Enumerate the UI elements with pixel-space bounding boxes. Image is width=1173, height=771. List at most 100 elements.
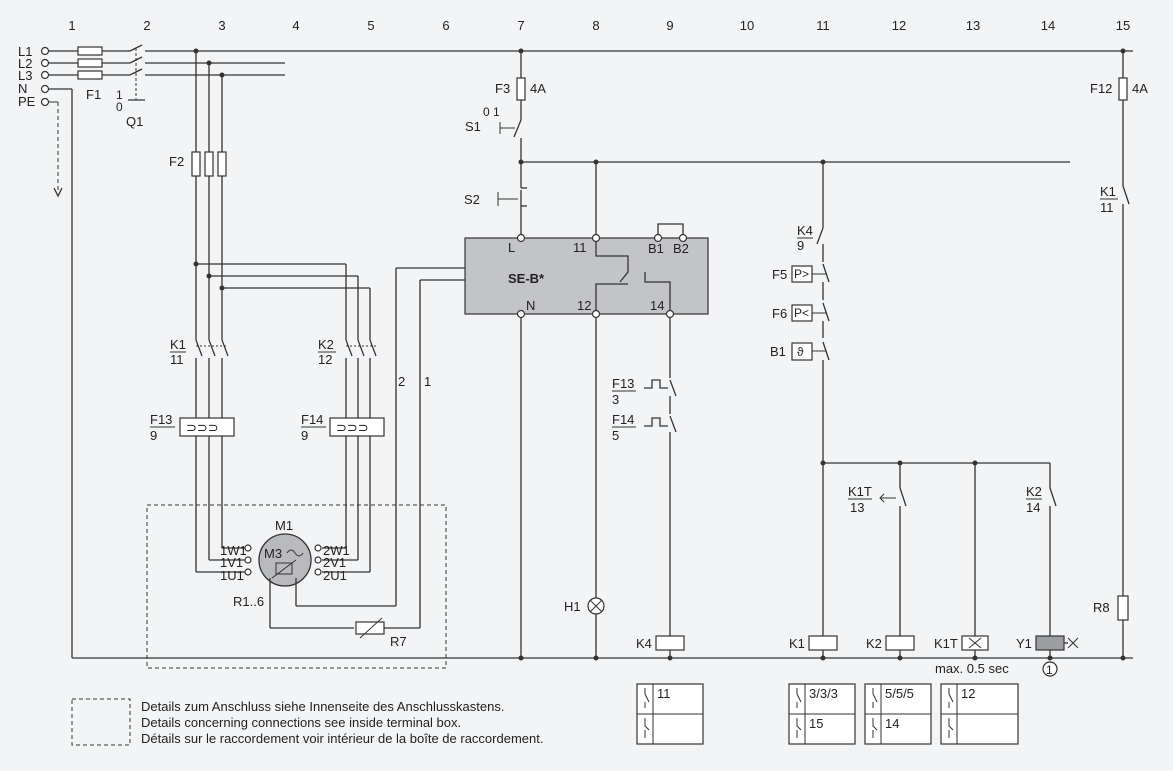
column-number: 3 [218, 18, 225, 33]
label-r1-6: R1..6 [233, 594, 264, 609]
relay-terminal-n: N [526, 298, 535, 313]
label-wire-1: 1 [424, 374, 431, 389]
label-k4-bot: 9 [797, 238, 804, 253]
label-f13b-top: F13 [612, 376, 634, 391]
label-s1-pos: 0 1 [483, 105, 500, 119]
terminal-2u1: 2U1 [323, 568, 347, 583]
relay-terminal-11: 11 [573, 240, 587, 255]
coil-k4 [655, 635, 685, 651]
label-y1-coil: Y1 [1016, 636, 1032, 651]
power-labels: F2 K1 11 K2 12 F13 9 F14 9 2 1 M1 M3 R1.… [150, 154, 431, 649]
contact-tables: 11 3/3/3 15 5/5/5 14 12 [636, 683, 1019, 745]
label-r7: R7 [390, 634, 407, 649]
contact-table-k2: 5/5/5 14 [864, 683, 932, 745]
solenoid-y1 [1035, 635, 1065, 651]
label-f13b-bot: 3 [612, 392, 619, 407]
label-f3: F3 [495, 81, 510, 96]
contact-table-top: 11 [657, 686, 671, 701]
relay-terminal-b1: B1 [648, 241, 664, 256]
label-m1: M1 [275, 518, 293, 533]
label-b1-symbol: ϑ [797, 345, 804, 359]
line-label-pe: PE [18, 94, 36, 109]
label-q1-on: 1 [116, 88, 123, 102]
contact-table-k1t: 12 [940, 683, 1019, 745]
label-k1t-bot: 13 [850, 500, 864, 515]
terminal-2v1: 2V1 [323, 555, 346, 570]
motor-m1 [258, 533, 312, 587]
label-k4-coil: K4 [636, 636, 652, 651]
relay-terminal-b2: B2 [673, 241, 689, 256]
fuse-f1-l3 [77, 70, 103, 80]
label-k2-bot: 12 [318, 352, 332, 367]
label-s1: S1 [465, 119, 481, 134]
contact-table-top: 12 [961, 686, 975, 701]
overload-relay-f13 [179, 417, 235, 437]
supply-lines [40, 44, 1133, 659]
column-number: 6 [442, 18, 449, 33]
label-max-time: max. 0.5 sec [935, 661, 1009, 676]
label-k1-15-bot: 11 [1100, 200, 1114, 215]
column-number: 15 [1116, 18, 1130, 33]
relay-terminal-14: 14 [650, 298, 664, 313]
column-number: 13 [966, 18, 980, 33]
label-k1-bot: 11 [170, 352, 184, 367]
column-number: 11 [816, 18, 830, 33]
column-number: 4 [292, 18, 299, 33]
coil-k1 [808, 635, 838, 651]
fuse-f2-3 [217, 151, 227, 177]
label-q1: Q1 [126, 114, 143, 129]
label-k2-top: K2 [318, 337, 334, 352]
label-k4-top: K4 [797, 223, 813, 238]
contact-table-k1: 3/3/3 15 [788, 683, 856, 745]
legend-text-fr: Détails sur le raccordement voir intérie… [141, 731, 543, 746]
column-number: 14 [1041, 18, 1055, 33]
fuse-f12 [1118, 77, 1128, 101]
column-number: 10 [740, 18, 754, 33]
resistor-r7 [355, 621, 385, 635]
label-f3-rating: 4A [530, 81, 546, 96]
terminal-1v1: 1V1 [220, 555, 243, 570]
column-numbers: 1 2 3 4 5 6 7 8 9 10 11 12 13 14 15 [68, 18, 1130, 33]
column-number: 12 [892, 18, 906, 33]
overload-relay-f14 [329, 417, 385, 437]
column-number: 8 [592, 18, 599, 33]
contact-table-top: 3/3/3 [809, 686, 838, 701]
label-f12: F12 [1090, 81, 1112, 96]
column-number: 2 [143, 18, 150, 33]
terminal-1u1: 1U1 [220, 568, 244, 583]
relay-terminal-12: 12 [577, 298, 591, 313]
label-k1t-top: K1T [848, 484, 872, 499]
column-number: 5 [367, 18, 374, 33]
legend-dashed-symbol [71, 698, 131, 746]
label-f14-bot: 9 [301, 428, 308, 443]
marker-circle-1 [1042, 661, 1058, 677]
label-q1-off: 0 [116, 100, 123, 114]
label-f2: F2 [169, 154, 184, 169]
power-circuit: ⊃⊃⊃ ⊃⊃⊃ [179, 48, 465, 639]
label-k1-15-top: K1 [1100, 184, 1116, 199]
label-k2c-top: K2 [1026, 484, 1042, 499]
fuse-f1-l1 [77, 46, 103, 56]
column-number: 9 [666, 18, 673, 33]
contact-table-bottom: 14 [885, 716, 899, 731]
label-f5-symbol: P> [794, 267, 809, 281]
svg-text:⊃⊃⊃: ⊃⊃⊃ [186, 420, 219, 435]
contact-table-bottom: 15 [809, 716, 823, 731]
label-k1-coil: K1 [789, 636, 805, 651]
label-f14-top: F14 [301, 412, 323, 427]
label-f13-bot: 9 [150, 428, 157, 443]
contact-table-top: 5/5/5 [885, 686, 914, 701]
relay-se-b [464, 237, 709, 315]
label-k2-coil: K2 [866, 636, 882, 651]
line-label-l2: L2 [18, 56, 32, 71]
legend: Details zum Anschluss siehe Innenseite d… [71, 698, 543, 746]
legend-text-de: Details zum Anschluss siehe Innenseite d… [141, 699, 504, 714]
label-circle-1: 1 [1046, 663, 1053, 677]
q1-f1-labels: F1 1 0 Q1 [86, 87, 143, 129]
relay-terminal-l: L [508, 240, 515, 255]
line-label-l3: L3 [18, 68, 32, 83]
svg-text:⊃⊃⊃: ⊃⊃⊃ [336, 420, 369, 435]
label-f14b-bot: 5 [612, 428, 619, 443]
